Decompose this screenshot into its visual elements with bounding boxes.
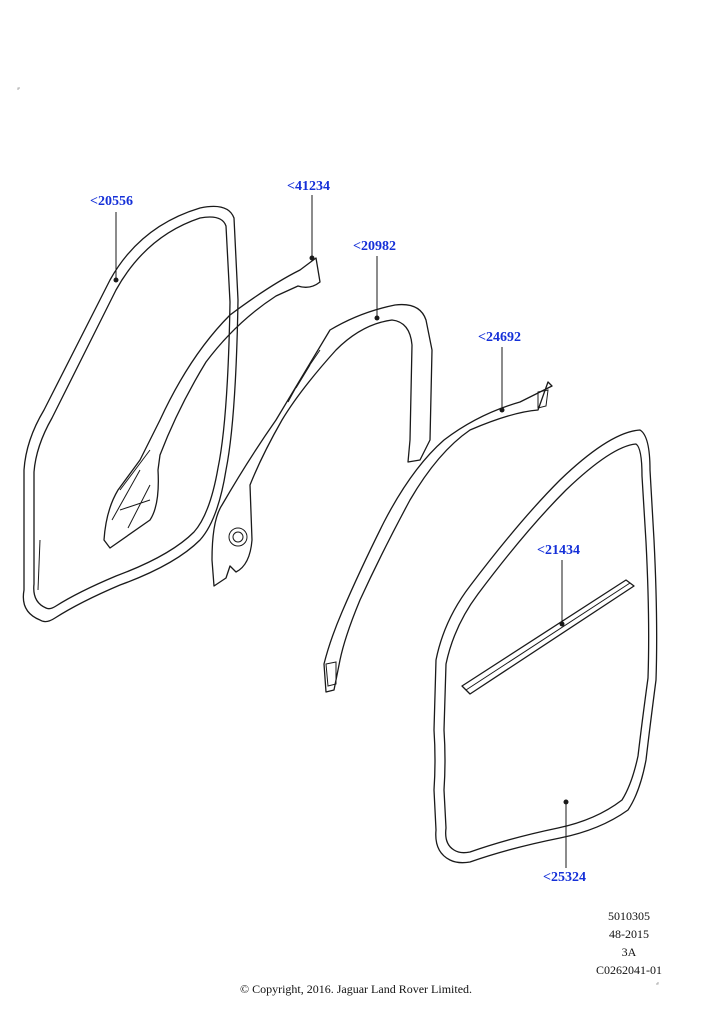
reference-code: 5010305 — [608, 909, 650, 923]
part-25324-door-seal[interactable] — [433, 429, 658, 864]
callout-41234[interactable]: <41234 — [287, 179, 330, 194]
leader-lines — [113, 195, 569, 868]
reference-illustration-id: C0262041-01 — [596, 963, 662, 977]
callout-24692[interactable]: <24692 — [478, 330, 521, 345]
callout-20982[interactable]: <20982 — [353, 239, 396, 254]
part-41234-finisher[interactable] — [103, 257, 321, 549]
part-20556-door-opening-seal[interactable] — [22, 205, 239, 623]
part-20982-frame-trim[interactable] — [211, 303, 433, 587]
copyright-notice: © Copyright, 2016. Jaguar Land Rover Lim… — [239, 982, 473, 996]
callout-25324[interactable]: <25324 — [543, 870, 586, 885]
reference-date: 48-2015 — [609, 927, 649, 941]
reference-block: 5010305 48-2015 3A C0262041-01 — [596, 907, 662, 979]
reference-version: 3A — [621, 945, 637, 959]
callout-21434[interactable]: <21434 — [537, 543, 580, 558]
part-21434-belt-moulding[interactable] — [461, 579, 635, 695]
corner-mark — [656, 982, 659, 985]
part-24692-glass-run[interactable] — [323, 381, 553, 693]
corner-mark — [17, 87, 20, 90]
callout-20556[interactable]: <20556 — [90, 194, 133, 209]
